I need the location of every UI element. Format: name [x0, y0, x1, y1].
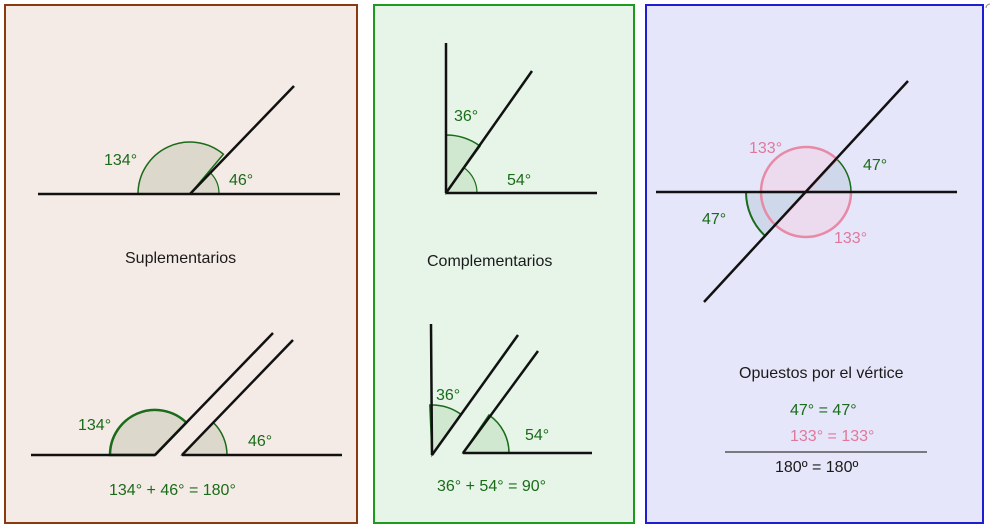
supplementary-bottom-figure: 134° 46° — [31, 332, 342, 457]
angle-134-sector-split — [108, 408, 189, 457]
angle-label-36: 36° — [454, 108, 478, 125]
complementary-title: Complementarios — [427, 253, 552, 270]
supplementary-title: Suplementarios — [125, 250, 236, 267]
angle-133-sector-top — [759, 145, 839, 194]
angle-label-54-split: 54° — [525, 427, 549, 444]
angle-label-46: 46° — [229, 172, 253, 189]
angle-133-sector-bottom — [773, 190, 853, 239]
supplementary-equation: 134° + 46° = 180° — [109, 482, 236, 499]
angle-134-sector — [137, 141, 225, 195]
vertical-angles-figure: 133° 47° 47° 133° — [656, 80, 957, 303]
angle-label-54: 54° — [507, 172, 531, 189]
ray-left — [430, 334, 520, 456]
angle-46-sector-split — [180, 421, 228, 456]
ray-left — [154, 332, 274, 456]
angle-36-sector-split — [429, 404, 462, 458]
vertical-angles-title: Opuestos por el vértice — [739, 365, 904, 382]
corner-mark-icon — [985, 3, 990, 9]
ray-right — [181, 339, 294, 456]
supplementary-top-figure: 134° 46° — [38, 85, 340, 196]
angle-label-134: 134° — [104, 152, 137, 169]
supplementary-panel — [4, 4, 358, 524]
angle-label-134-split: 134° — [78, 417, 111, 434]
vertical-equation-47: 47° = 47° — [790, 402, 857, 419]
complementary-bottom-figure: 36° 54° — [429, 323, 592, 458]
ray — [444, 70, 534, 194]
angle-label-46-split: 46° — [248, 433, 272, 450]
complementary-equation: 36° + 54° = 90° — [437, 478, 546, 495]
angle-133-arc-left — [759, 191, 777, 226]
vertical-sum: 180º = 180º — [775, 459, 858, 476]
angle-label-36-split: 36° — [436, 387, 460, 404]
vertical-equation-133: 133° = 133° — [790, 428, 874, 445]
angle-label-133-top: 133° — [749, 140, 782, 157]
ray — [189, 85, 295, 195]
angle-label-133-bottom: 133° — [834, 230, 867, 247]
complementary-top-figure: 36° 54° — [444, 43, 597, 196]
diagonal-line — [703, 80, 909, 303]
ray-right — [461, 350, 540, 454]
vertical-side-split — [429, 323, 434, 456]
angle-label-47-right: 47° — [863, 157, 887, 174]
angle-label-47-left: 47° — [702, 211, 726, 228]
